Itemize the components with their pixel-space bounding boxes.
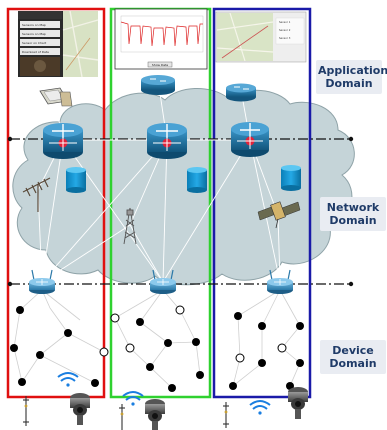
network-domain-label: Network Domain [320, 197, 386, 231]
camera-icon [70, 393, 90, 425]
router-icon [147, 123, 187, 159]
app-screenshot-phone: Sensors on Map Sensors on Map Sensor on … [18, 10, 99, 78]
sensor-pole-icon [23, 396, 29, 426]
layer-divider-bottom [7, 281, 354, 287]
menu-item: Sensor on Chart [22, 41, 47, 45]
router-icon [43, 123, 83, 159]
router-icon [231, 122, 269, 157]
network-cloud [12, 87, 355, 286]
menu-item: Download of Data [22, 50, 49, 54]
legend-item: Sensor 1 [279, 20, 291, 24]
gateway-icon [29, 269, 55, 294]
legend-item: Sensor 2 [279, 28, 291, 32]
camera-icon [145, 399, 165, 430]
gateway-icon [150, 269, 176, 294]
device-links [13, 289, 301, 389]
blue-column [212, 7, 312, 399]
menu-item: Sensors on Map [22, 23, 46, 27]
wifi-icon [57, 372, 79, 387]
sensor-pole-icon [119, 404, 125, 430]
antenna-icon [22, 177, 51, 212]
legend-item: Sensor 3 [279, 36, 291, 40]
database-icon [187, 167, 207, 193]
satellite-icon [257, 201, 301, 229]
switch-icon [226, 83, 256, 102]
camera-icon [288, 387, 308, 419]
app-screenshot-map: Sensor 1 Sensor 2 Sensor 3 [215, 11, 307, 63]
menu-item: Sensors on Map [22, 32, 46, 36]
app-screenshot-chart: Show Data [114, 8, 208, 70]
chart-line [120, 21, 203, 47]
tablet-icon [39, 87, 73, 107]
application-domain-label: Application Domain [316, 60, 387, 94]
gateway-icon [267, 269, 293, 294]
wifi-icon [122, 391, 144, 406]
red-column [6, 7, 106, 399]
wifi-icon [249, 400, 271, 415]
switch-icon [141, 75, 175, 95]
database-icon [66, 167, 86, 193]
sensor-pole-icon [223, 402, 229, 428]
database-icon [281, 165, 301, 191]
device-nodes [10, 305, 304, 392]
device-domain-label: Device Domain [320, 340, 386, 374]
cell-tower-icon [123, 207, 137, 245]
show-data-button: Show Data [152, 63, 168, 67]
